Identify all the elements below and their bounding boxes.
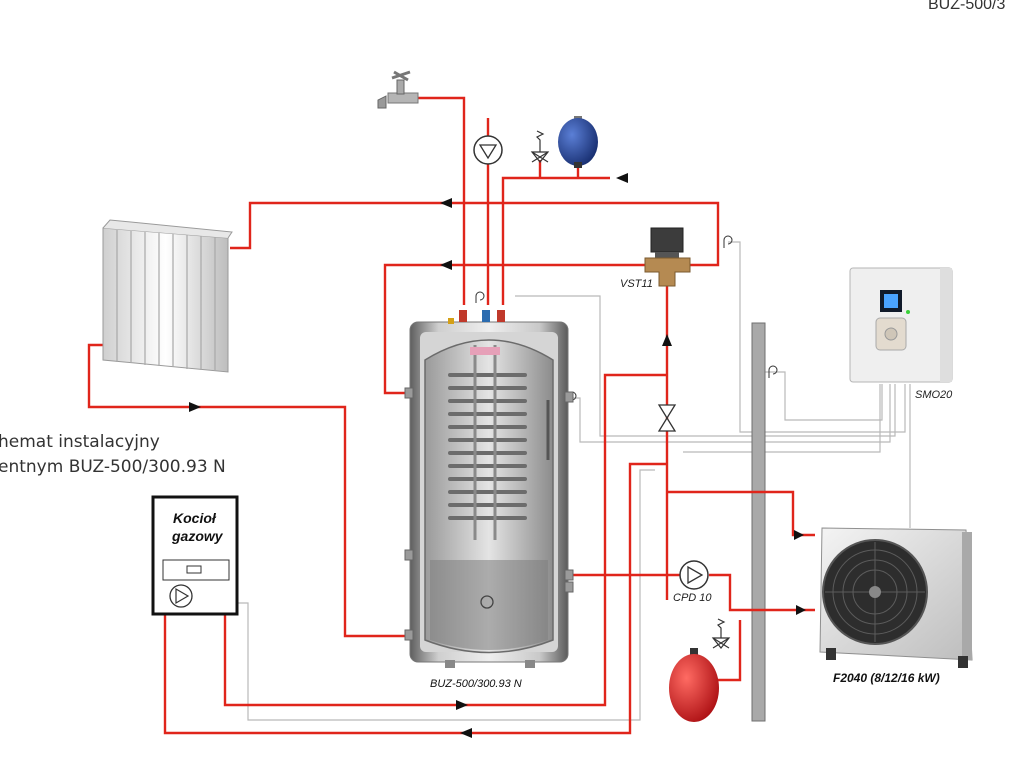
heat-pump-f2040	[819, 527, 973, 668]
caption-line-2: entnym BUZ-500/300.93 N	[0, 457, 226, 477]
shutoff-valve-icon	[657, 404, 677, 432]
boiler-label-line-1: Kocioł	[173, 510, 216, 526]
boiler-label-line-2: gazowy	[172, 528, 223, 544]
cpd10-pump-icon	[679, 560, 709, 590]
heat-pump-label: F2040 (8/12/16 kW)	[833, 671, 940, 685]
gas-boiler	[151, 495, 239, 616]
wall-pipe	[751, 322, 766, 722]
blue-expansion-vessel	[558, 116, 598, 168]
safety-valve-bottom-icon	[711, 618, 731, 649]
caption-line-1: hemat instalacyjny	[0, 432, 160, 452]
safety-valve-icon	[530, 130, 550, 163]
pipes	[87, 96, 815, 735]
faucet-icon	[377, 70, 419, 109]
smo20-label: SMO20	[915, 389, 953, 401]
circulation-pump-icon	[473, 135, 503, 165]
header-code: BUZ-500/3	[928, 0, 1006, 13]
flow-arrows	[189, 173, 806, 738]
signal-wires	[237, 241, 911, 721]
red-expansion-vessel	[669, 648, 719, 722]
pump-label: CPD 10	[673, 592, 712, 604]
radiator	[102, 219, 233, 373]
vst11-label: VST11	[620, 278, 653, 290]
storage-tank	[404, 310, 574, 668]
vst11-valve	[644, 227, 691, 287]
tank-label: BUZ-500/300.93 N	[430, 678, 522, 690]
smo20-controller	[849, 267, 953, 383]
